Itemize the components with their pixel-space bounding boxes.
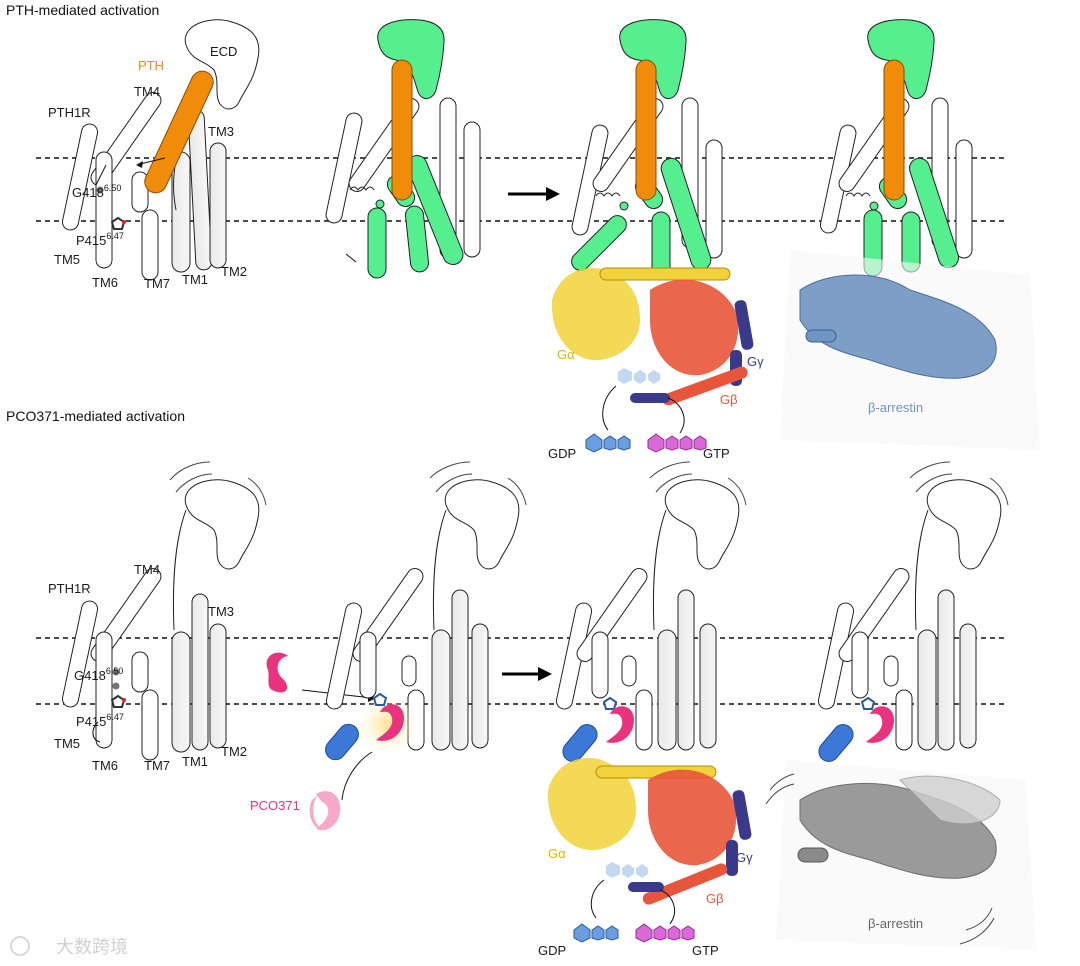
gtp-bind-arrow-top: [667, 397, 685, 434]
pth-peptide-1: [144, 70, 214, 194]
galpha-label-top: Gα: [557, 347, 575, 362]
p415-residue-b: [110, 694, 126, 708]
top-receptor-3: [571, 19, 723, 277]
tm6-label-top: TM6: [92, 275, 118, 290]
arrestin-label-top: β-arrestin: [868, 400, 923, 415]
state-arrow-top: [508, 187, 560, 201]
gtp-icon-top: [647, 433, 707, 453]
tm4-label-top: TM4: [134, 84, 160, 99]
p415-oxygen-b: [122, 698, 126, 702]
p415-bound-2: [372, 692, 388, 706]
arrowhead-1: [136, 161, 143, 168]
gbeta-label-bottom: Gβ: [706, 891, 724, 906]
bottom-panel-title: PCO371-mediated activation: [6, 408, 185, 424]
arrestin-motion-lines: [765, 773, 995, 945]
bottom-receptor-3: [555, 479, 740, 751]
state-arrow-bottom: [502, 667, 552, 681]
ggamma-label-bottom: Gγ: [736, 850, 753, 865]
pth1r-label-top: PTH1R: [48, 105, 91, 120]
pco371-bound-2: [376, 704, 404, 741]
tm2-label-bottom: TM2: [221, 744, 247, 759]
ggamma-label-top: Gγ: [747, 354, 764, 369]
tm1-label-bottom: TM1: [182, 754, 208, 769]
binding-glow: [358, 695, 418, 755]
pco371-bound-3: [606, 706, 634, 743]
pth-label: PTH: [138, 58, 164, 73]
bottom-receptor-2: [325, 479, 520, 751]
g418-residue-b2: [112, 682, 120, 690]
galpha-label-bottom: Gα: [548, 846, 566, 861]
gdp-release-arrow-bottom: [590, 879, 605, 919]
pco371-label: PCO371: [250, 798, 300, 813]
arrow-tm6-b: [92, 721, 101, 743]
g418-label-bottom: G4186.50: [74, 666, 123, 683]
tm6-label-bottom: TM6: [92, 758, 118, 773]
top-panel-title: PTH-mediated activation: [6, 2, 159, 18]
p415-label-top: P4156.47: [76, 231, 124, 248]
top-receptor-4: [819, 19, 973, 277]
arrestin-top: [799, 274, 997, 379]
bottom-receptor-1: [61, 479, 260, 761]
flex-lines-3: [649, 461, 747, 506]
g418-residue-b: [112, 668, 120, 676]
arrow-tm6-out: [345, 253, 357, 263]
tm1-label-top: TM1: [182, 272, 208, 287]
gdp-ghost-bottom: [606, 862, 648, 878]
pco371-arrow-up: [341, 751, 373, 801]
gdp-icon-bottom: [573, 923, 619, 943]
p415-residue-1: [110, 216, 126, 230]
arrestin-bottom: [797, 775, 1001, 879]
p415-oxygen-1: [122, 220, 126, 224]
pco371-light: [309, 795, 324, 830]
top-receptor-2: [325, 19, 481, 279]
gdp-label-top: GDP: [548, 446, 576, 461]
arrow-tm-2: [95, 164, 107, 186]
flex-lines-1: [169, 461, 267, 506]
tm3-label-top: TM3: [208, 124, 234, 139]
tm6-helix-blue-4: [818, 724, 854, 762]
p415-label-bottom: P4156.47: [76, 712, 124, 729]
pco371-free: [266, 652, 288, 693]
tm4-label-bottom: TM4: [134, 562, 160, 577]
flex-lines-4: [909, 461, 1009, 506]
gdp-ghost-top: [618, 368, 660, 384]
g418-residue-1: [96, 186, 104, 194]
pco371-bound-4: [866, 706, 894, 743]
tm2-label-top: TM2: [221, 264, 247, 279]
watermark-text: 大数跨境: [56, 937, 128, 957]
arrestin-label-bottom: β-arrestin: [868, 916, 923, 931]
arrow-tm-1: [139, 157, 166, 165]
top-receptor-1: [61, 19, 260, 281]
tm7-label-bottom: TM7: [144, 758, 170, 773]
tm5-label-top: TM5: [54, 252, 80, 267]
gtp-label-bottom: GTP: [692, 943, 719, 958]
tm3-label-bottom: TM3: [208, 604, 234, 619]
tm6-helix-blue-3: [562, 724, 598, 762]
gdp-label-bottom: GDP: [538, 943, 566, 958]
watermark: 大数跨境: [10, 936, 128, 957]
g-protein-top: [551, 267, 754, 406]
g418-label-top: G4186.50: [72, 183, 121, 200]
p415-bound-4: [860, 696, 876, 710]
gtp-label-top: GTP: [703, 446, 730, 461]
gdp-icon-top: [585, 433, 631, 453]
tm7-label-top: TM7: [144, 276, 170, 291]
flex-lines-2: [429, 461, 527, 506]
pco371-light-body: [316, 791, 341, 831]
g-protein-bottom: [547, 757, 752, 905]
tm5-label-bottom: TM5: [54, 736, 80, 751]
pth1r-label-bottom: PTH1R: [48, 581, 91, 596]
gtp-icon-bottom: [635, 923, 695, 943]
gbeta-label-top: Gβ: [720, 392, 738, 407]
gdp-release-arrow-top: [602, 385, 617, 431]
tm6-helix-blue-2: [325, 723, 359, 761]
bottom-receptor-4: [817, 479, 1002, 751]
ecd-label: ECD: [210, 44, 237, 59]
gtp-bind-arrow-bottom: [659, 889, 675, 925]
p415-bound-3: [602, 696, 618, 710]
